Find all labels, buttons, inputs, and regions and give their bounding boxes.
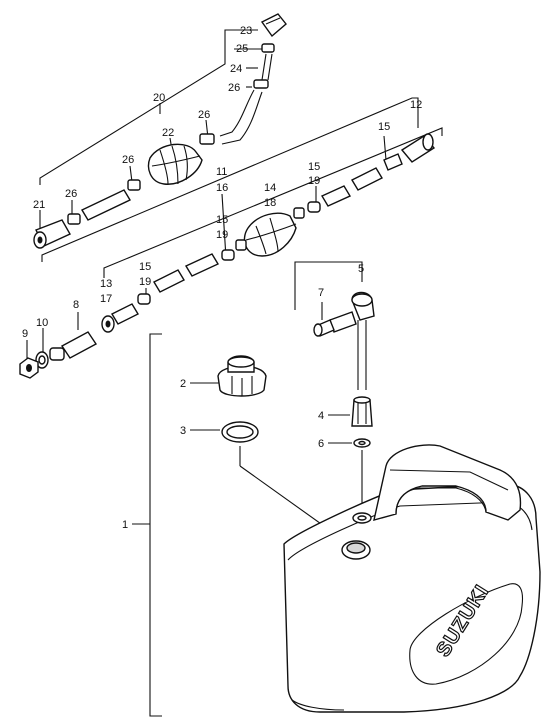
callout-11: 11 bbox=[216, 166, 227, 178]
callout-23: 23 bbox=[240, 25, 252, 37]
callout-19-c: 19 bbox=[139, 276, 151, 288]
callout-10: 10 bbox=[36, 317, 48, 329]
callout-24: 24 bbox=[230, 63, 242, 75]
callout-19-b: 19 bbox=[216, 229, 228, 241]
callout-5: 5 bbox=[358, 263, 364, 275]
callout-22: 22 bbox=[162, 127, 174, 139]
callout-25: 25 bbox=[236, 43, 248, 55]
callout-26-a: 26 bbox=[228, 82, 240, 94]
callout-18: 18 bbox=[264, 197, 276, 209]
callout-7: 7 bbox=[318, 287, 324, 299]
callout-15-a: 15 bbox=[378, 121, 390, 133]
callout-20: 20 bbox=[153, 92, 165, 104]
callout-2: 2 bbox=[180, 378, 186, 390]
primer-hose-assembly-20 bbox=[33, 13, 287, 249]
callout-12: 12 bbox=[410, 99, 422, 111]
fuel-tank bbox=[217, 291, 541, 713]
callout-15-b: 15 bbox=[308, 161, 320, 173]
callout-21: 21 bbox=[33, 199, 45, 211]
callout-26-c: 26 bbox=[122, 154, 134, 166]
callout-8: 8 bbox=[73, 299, 79, 311]
callout-1: 1 bbox=[122, 519, 128, 531]
callout-14: 14 bbox=[264, 182, 276, 194]
callout-17: 17 bbox=[100, 293, 112, 305]
callout-26-b: 26 bbox=[198, 109, 210, 121]
callout-15-c: 15 bbox=[216, 214, 228, 226]
callout-13: 13 bbox=[100, 278, 112, 290]
primer-hose-assembly-11 bbox=[19, 133, 436, 379]
callout-6: 6 bbox=[318, 438, 324, 450]
callout-3: 3 bbox=[180, 425, 186, 437]
callout-19-a: 19 bbox=[308, 175, 320, 187]
callout-4: 4 bbox=[318, 410, 324, 422]
callout-labels: 23 25 24 26 20 12 26 15 22 26 15 11 19 1… bbox=[22, 25, 422, 531]
callout-9: 9 bbox=[22, 328, 28, 340]
callout-16: 16 bbox=[216, 182, 228, 194]
callout-26-d: 26 bbox=[65, 188, 77, 200]
callout-15-d: 15 bbox=[139, 261, 151, 273]
